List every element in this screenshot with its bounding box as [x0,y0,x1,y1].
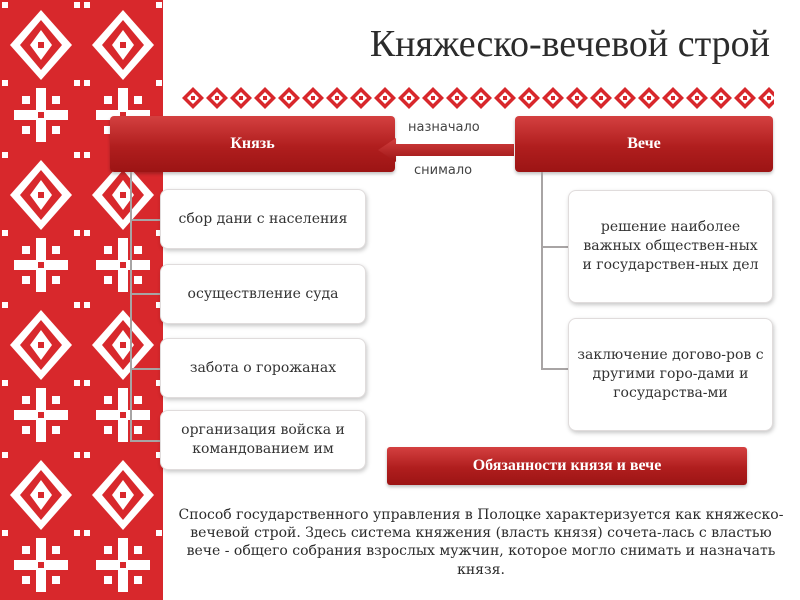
veche-duty-affairs: решение наиболее важных обществен-ных и … [568,190,773,303]
arrow-label-appointed: назначало [408,120,480,135]
prince-duty-army: организация войска и командованием им [160,410,366,470]
veche-connector-vertical [541,172,543,370]
duties-label: Обязанности князя и вече [387,447,747,485]
prince-connector-h2 [130,293,160,295]
prince-connector-h3 [130,368,160,370]
caption-text: Способ государственного управления в Пол… [178,507,784,578]
prince-connector-h1 [130,219,160,221]
left-arrow-icon [378,138,514,162]
prince-duty-citizens: забота о горожанах [160,338,366,398]
prince-duty-tribute: сбор дани с населения [160,189,366,249]
veche-connector-h1 [541,246,568,248]
veche-duty-treaties: заключение догово-ров с другими горо-дам… [568,318,773,431]
arrow-label-removed: снимало [414,163,473,178]
ornament-border-left [0,0,163,600]
prince-connector-h4 [130,440,160,442]
prince-header: Князь [110,116,395,172]
prince-duty-court: осуществление суда [160,264,366,324]
veche-connector-h2 [541,368,568,370]
page-title: Княжеско-вечевой строй [369,23,770,65]
veche-header: Вече [515,116,773,172]
ornament-strip [181,86,774,110]
prince-connector-vertical [130,172,132,440]
